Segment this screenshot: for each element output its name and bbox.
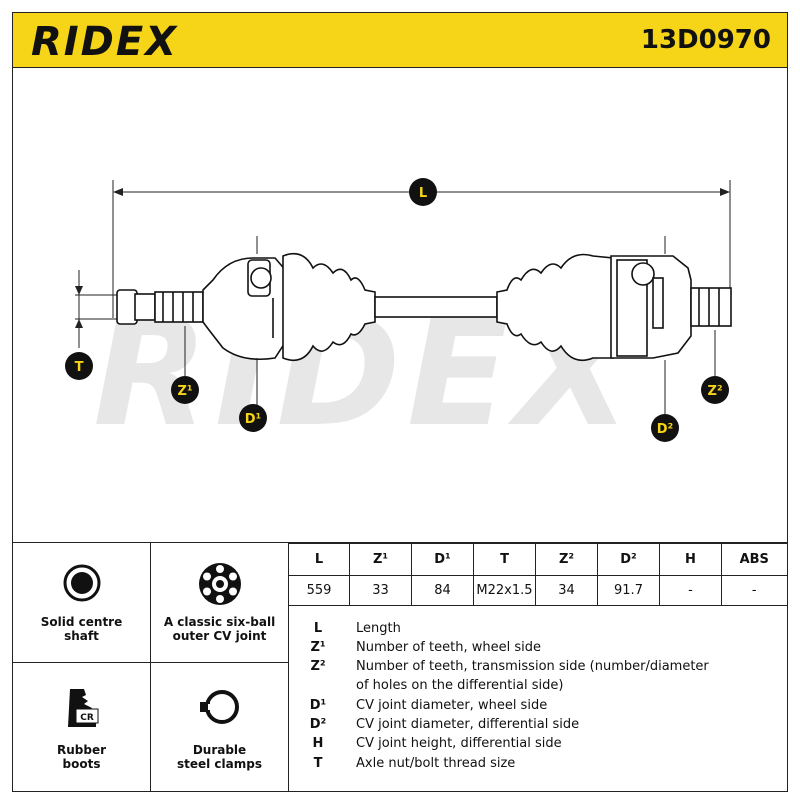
spec-header: D¹	[411, 543, 474, 576]
legend-symbol: Z¹	[310, 640, 326, 655]
spec-value: 84	[411, 575, 474, 606]
spec-header: L	[288, 543, 350, 576]
part-number: 13D0970	[640, 25, 771, 55]
legend-text: Length	[356, 621, 401, 636]
spec-value: -	[659, 575, 722, 606]
spec-value: 559	[288, 575, 350, 606]
spec-value-row: 559 33 84 M22x1.5 34 91.7 - -	[288, 575, 787, 606]
legend-symbol: D¹	[309, 698, 327, 713]
legend-symbol: H	[312, 736, 324, 751]
svg-text:D¹: D¹	[245, 412, 262, 427]
legend-text: CV joint diameter, differential side	[356, 717, 580, 732]
leader-lines	[184, 236, 716, 416]
feature-steel-clamps: Durable steel clamps	[151, 663, 289, 791]
legend-text: Number of teeth, transmission side (numb…	[356, 659, 709, 674]
legend-symbol: Z²	[310, 659, 326, 674]
spec-header: Z¹	[349, 543, 412, 576]
svg-text:L: L	[419, 186, 427, 201]
spec-value: 33	[349, 575, 412, 606]
solid-shaft-icon	[63, 564, 100, 602]
spec-header: D²	[597, 543, 660, 576]
spec-header: T	[473, 543, 536, 576]
six-ball-joint-icon	[198, 563, 241, 605]
legend-text: Number of teeth, wheel side	[356, 640, 541, 655]
spec-section: Solid centre shaft A classic six-ball ou…	[12, 542, 788, 792]
legend-symbol: D²	[309, 717, 327, 732]
svg-text:Z¹: Z¹	[177, 384, 192, 399]
feature-six-ball-joint: A classic six-ball outer CV joint	[151, 543, 289, 663]
feature-label: Rubber	[56, 743, 107, 757]
spec-header: Z²	[535, 543, 598, 576]
spec-value: 34	[535, 575, 598, 606]
spec-value: -	[721, 575, 787, 606]
feature-label: outer CV joint	[172, 629, 267, 643]
feature-rubber-boots: CR Rubber boots	[13, 663, 151, 791]
feature-label: A classic six-ball	[163, 615, 276, 629]
feature-label: Solid centre	[40, 615, 123, 629]
cr-badge: CR	[80, 713, 94, 723]
badge-T: T	[65, 352, 93, 380]
spec-header-row: L Z¹ D¹ T Z² D² H ABS	[288, 543, 787, 576]
feature-label: steel clamps	[176, 757, 262, 771]
legend-text: CV joint diameter, wheel side	[356, 698, 548, 713]
legend-text: CV joint height, differential side	[356, 736, 562, 751]
legend-text: of holes on the differential side)	[356, 678, 564, 693]
svg-text:D²: D²	[657, 422, 674, 437]
feature-label: shaft	[64, 629, 99, 643]
legend-symbol: L	[313, 621, 323, 636]
shaft-body	[116, 252, 732, 362]
drawing-frame: RIDEX	[12, 68, 788, 542]
svg-text:Z²: Z²	[707, 384, 722, 399]
driveshaft-drawing: L T Z¹ D¹ D² Z²	[65, 178, 732, 442]
feature-solid-shaft: Solid centre shaft	[13, 543, 151, 663]
header-bar: RIDEX 13D0970	[12, 12, 788, 68]
badge-D2: D²	[651, 414, 679, 442]
badge-D1: D¹	[239, 404, 267, 432]
rubber-boot-icon: CR	[67, 689, 98, 727]
brand-logo: RIDEX	[31, 19, 179, 65]
steel-clamp-icon	[199, 690, 239, 724]
legend-symbol: T	[313, 756, 323, 771]
spec-header: H	[659, 543, 722, 576]
badge-L: L	[409, 178, 437, 206]
spec-header: ABS	[721, 543, 787, 576]
spec-value: 91.7	[597, 575, 660, 606]
spec-value: M22x1.5	[473, 575, 536, 606]
svg-text:T: T	[75, 360, 84, 375]
legend-text: Axle nut/bolt thread size	[356, 756, 516, 771]
badge-Z2: Z²	[701, 376, 729, 404]
feature-label: Durable	[192, 743, 247, 757]
feature-label: boots	[62, 757, 101, 771]
badge-Z1: Z¹	[171, 376, 199, 404]
spec-table: L Z¹ D¹ T Z² D² H ABS 559 33 84 M22x1.5 …	[288, 543, 787, 606]
